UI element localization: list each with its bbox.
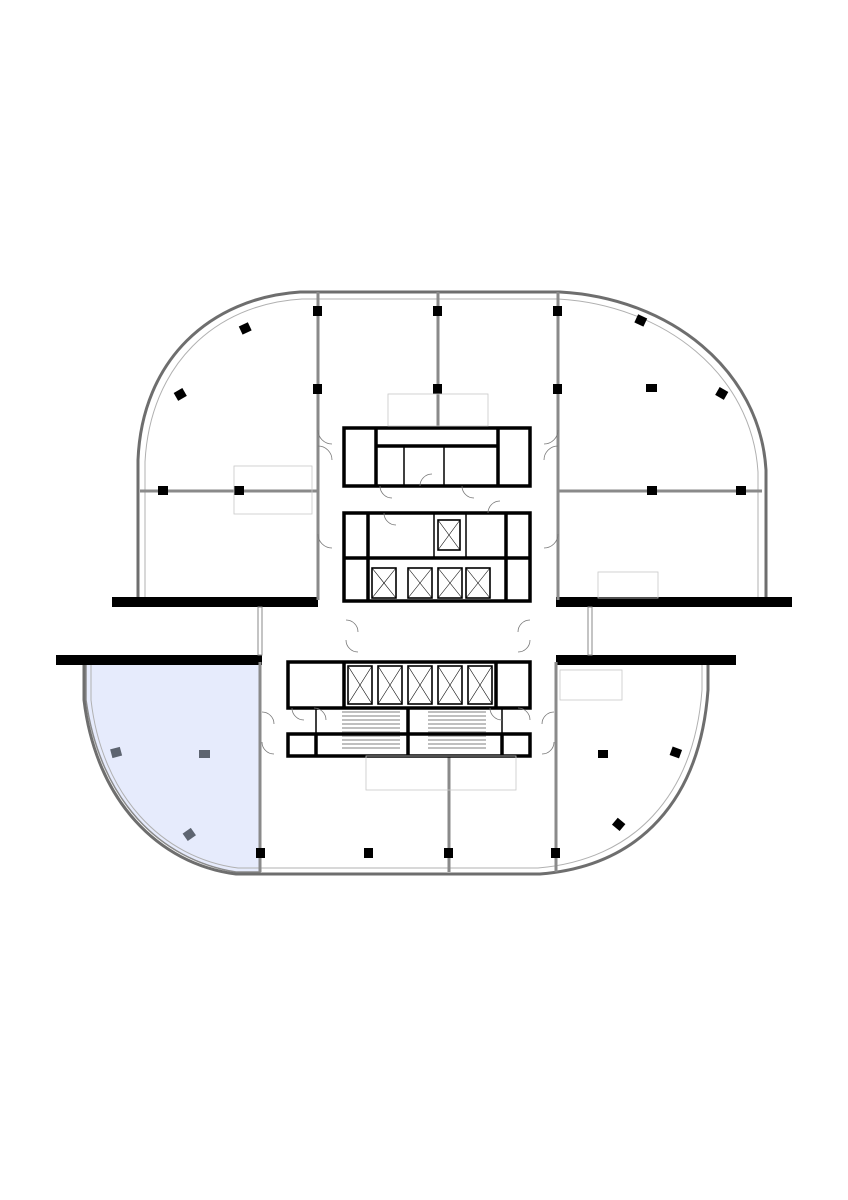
door-swings [261, 429, 559, 755]
highlighted-unit[interactable] [85, 661, 261, 873]
upper-elevators [371, 567, 491, 599]
lower-wing-facade [82, 664, 710, 876]
lower-core [286, 660, 532, 758]
slab-edges [56, 597, 792, 665]
hint-outlines [233, 393, 659, 791]
lower-elevators [347, 665, 493, 705]
upper-core [342, 426, 532, 603]
stairs [342, 711, 486, 749]
columns [110, 306, 746, 858]
